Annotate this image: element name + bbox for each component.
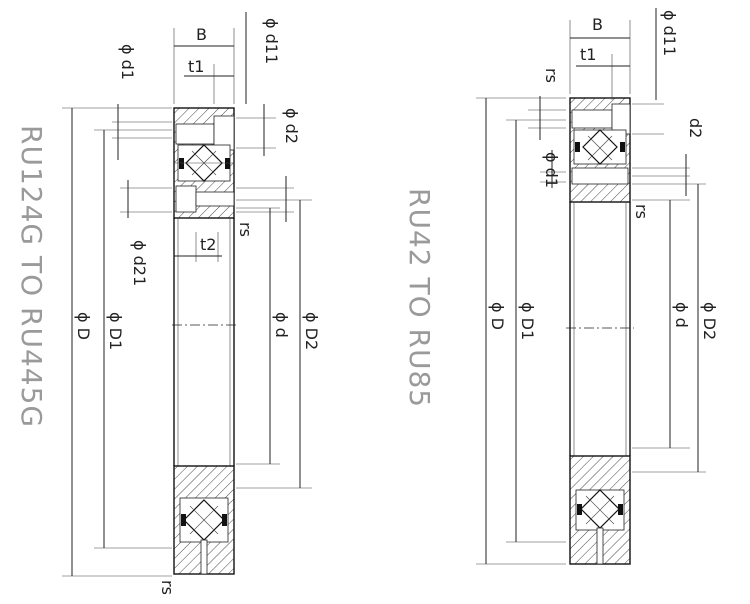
right-label-rs-mid: rs [632,204,651,219]
right-label-D1: ϕ D1 [518,302,537,340]
right-label-d11: ϕ d11 [660,10,679,56]
right-bottom-section [569,455,631,565]
right-label-B: B [592,15,603,34]
left-label-d: ϕ d [272,312,291,338]
left-label-B: B [196,25,207,44]
left-bottom-section [173,465,235,575]
left-label-rs-mid: rs [236,222,255,237]
right-top-section [569,97,631,203]
left-label-rs-bottom: rs [158,580,177,595]
right-label-rs-top: rs [542,68,561,83]
right-label-t1: t1 [580,45,596,64]
left-label-t1: t1 [188,57,204,76]
left-label-d2: ϕ d2 [282,108,301,144]
right-label-D: ϕ D [488,302,507,330]
left-label-D1: ϕ D1 [106,312,125,350]
right-label-d2: d2 [686,118,705,138]
left-label-D2: ϕ D2 [302,312,321,350]
right-series-label: RU42 TO RU85 [403,188,436,408]
right-label-d: ϕ d [672,302,691,328]
left-top-section [173,107,235,219]
left-label-t2: t2 [200,235,216,254]
left-label-d1: ϕ d1 [118,44,137,80]
right-label-d1: ϕ d1 [542,152,561,188]
left-label-D: ϕ D [74,312,93,340]
left-bearing-diagram: RU124G TO RU445G [15,12,321,595]
left-label-d11: ϕ d11 [262,18,281,64]
right-label-D2: ϕ D2 [700,302,719,340]
left-label-d21: ϕ d21 [130,240,149,286]
left-series-label: RU124G TO RU445G [15,125,48,428]
right-bearing-diagram: RU42 TO RU85 [403,8,719,565]
